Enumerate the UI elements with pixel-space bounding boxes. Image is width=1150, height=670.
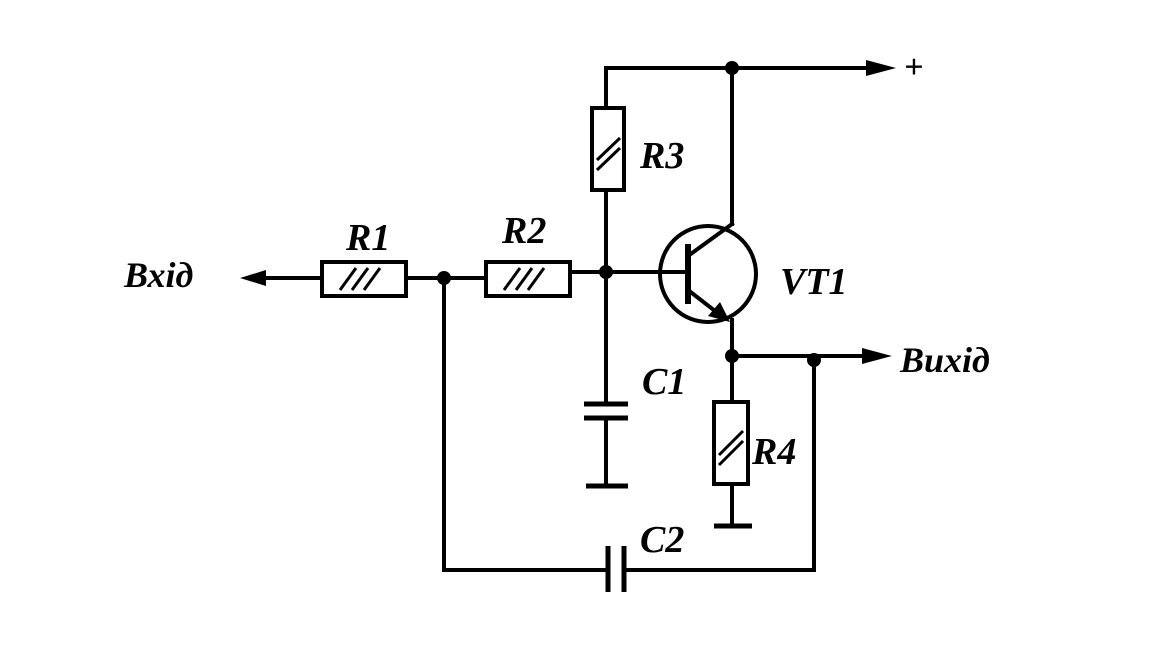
transistor-vt1 <box>658 221 758 324</box>
r2-label: R2 <box>501 210 546 252</box>
input-label: Вхід <box>123 255 193 295</box>
r1-label: R1 <box>345 217 390 259</box>
supply-rail <box>604 60 896 76</box>
vt1-label: VT1 <box>780 261 848 303</box>
resistor-r2 <box>484 260 572 298</box>
supply-label: + <box>904 49 923 86</box>
c1-label: C1 <box>642 361 686 403</box>
capacitor-c1 <box>584 401 628 421</box>
resistor-r4 <box>712 400 750 486</box>
feedback-loop <box>442 276 816 572</box>
resistor-r3 <box>590 106 626 192</box>
input-wire <box>240 270 324 286</box>
r3-label: R3 <box>639 135 684 177</box>
output-wire <box>730 348 892 364</box>
c2-label: C2 <box>640 519 684 561</box>
r4-label: R4 <box>751 431 796 473</box>
output-label: Вихід <box>899 340 990 380</box>
resistor-r1 <box>320 260 408 298</box>
capacitor-c2 <box>605 546 627 592</box>
